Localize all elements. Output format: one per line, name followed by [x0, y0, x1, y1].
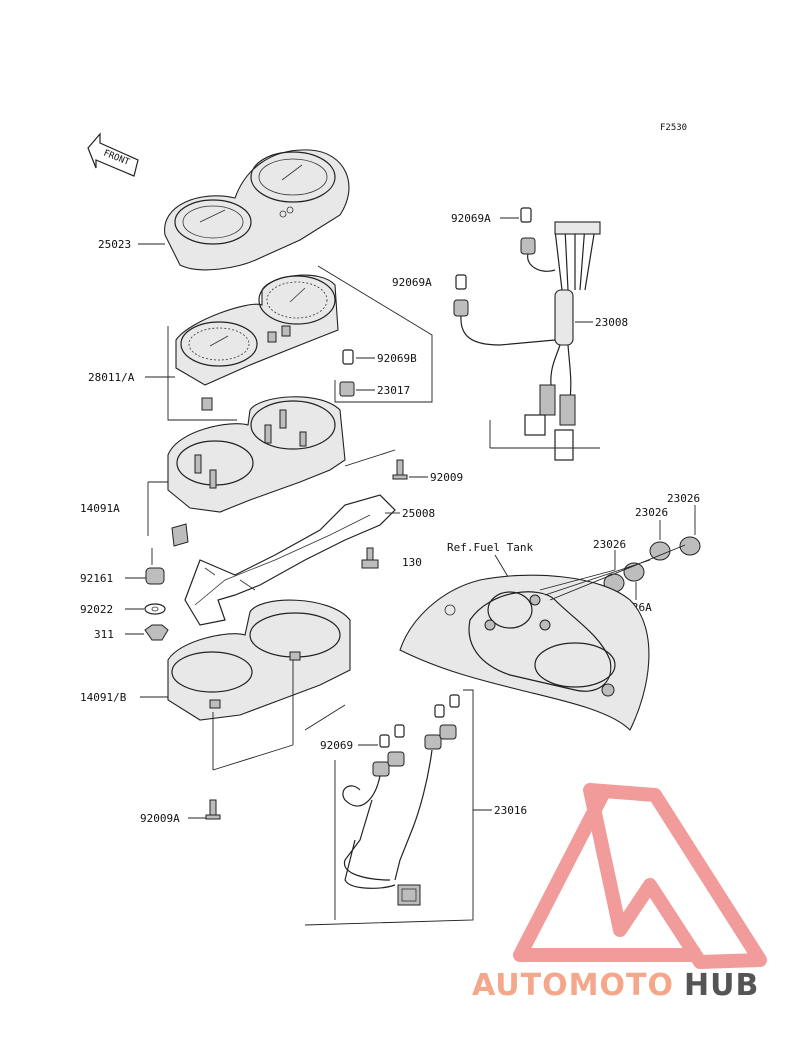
grommet-23026-b	[649, 541, 671, 561]
callout-92069A-mid: 92069A	[392, 276, 432, 289]
watermark-logo	[513, 783, 767, 969]
callout-23026-c: 23026	[593, 538, 626, 551]
screw-92009	[392, 459, 408, 480]
front-arrow-label: FRONT	[102, 149, 131, 169]
meter-case-14091A	[167, 396, 346, 547]
figure-code: F2530	[660, 123, 687, 133]
ref-fuel-tank-note: Ref.Fuel Tank	[447, 541, 533, 554]
socket-23017	[339, 381, 355, 397]
bulb-92069B	[342, 349, 354, 365]
watermark-text-part1: AUTOMOTO	[472, 968, 674, 1003]
nut-311	[144, 624, 169, 641]
washer-92022	[144, 603, 166, 615]
bulb-92069A	[520, 207, 532, 223]
meter-assembly-28011A	[175, 274, 339, 411]
callout-25008: 25008	[402, 507, 435, 520]
front-arrow-icon: FRONT	[87, 132, 139, 177]
callout-25023: 25023	[98, 238, 131, 251]
callout-130: 130	[402, 556, 422, 569]
harness-23008	[453, 221, 601, 461]
bracket-25008	[184, 494, 396, 626]
callout-23008: 23008	[595, 316, 628, 329]
callout-92161: 92161	[80, 572, 113, 585]
meter-case-14091B	[167, 599, 351, 721]
callout-311: 311	[94, 628, 114, 641]
bolt-130	[361, 547, 379, 569]
callout-92069A-top: 92069A	[451, 212, 491, 225]
callout-92069: 92069	[320, 739, 353, 752]
callout-14091A: 14091A	[80, 502, 120, 515]
harness-23016	[342, 694, 460, 906]
callout-23017: 23017	[377, 384, 410, 397]
watermark-text-part2: HUB	[684, 968, 759, 1003]
grommet-23026-a	[679, 536, 701, 556]
callout-23026-b: 23026	[635, 506, 668, 519]
callout-92009A: 92009A	[140, 812, 180, 825]
damper-92161	[145, 567, 165, 585]
meter-cover-25023	[164, 149, 350, 271]
callout-92009: 92009	[430, 471, 463, 484]
callout-14091B: 14091/B	[80, 691, 127, 704]
callout-28011A: 28011/A	[88, 371, 135, 384]
screw-92009A	[205, 799, 221, 820]
callout-92069B: 92069B	[377, 352, 417, 365]
callout-23016: 23016	[494, 804, 527, 817]
callout-23026-a: 23026	[667, 492, 700, 505]
inner-cowl	[399, 544, 686, 731]
callout-92022: 92022	[80, 603, 113, 616]
